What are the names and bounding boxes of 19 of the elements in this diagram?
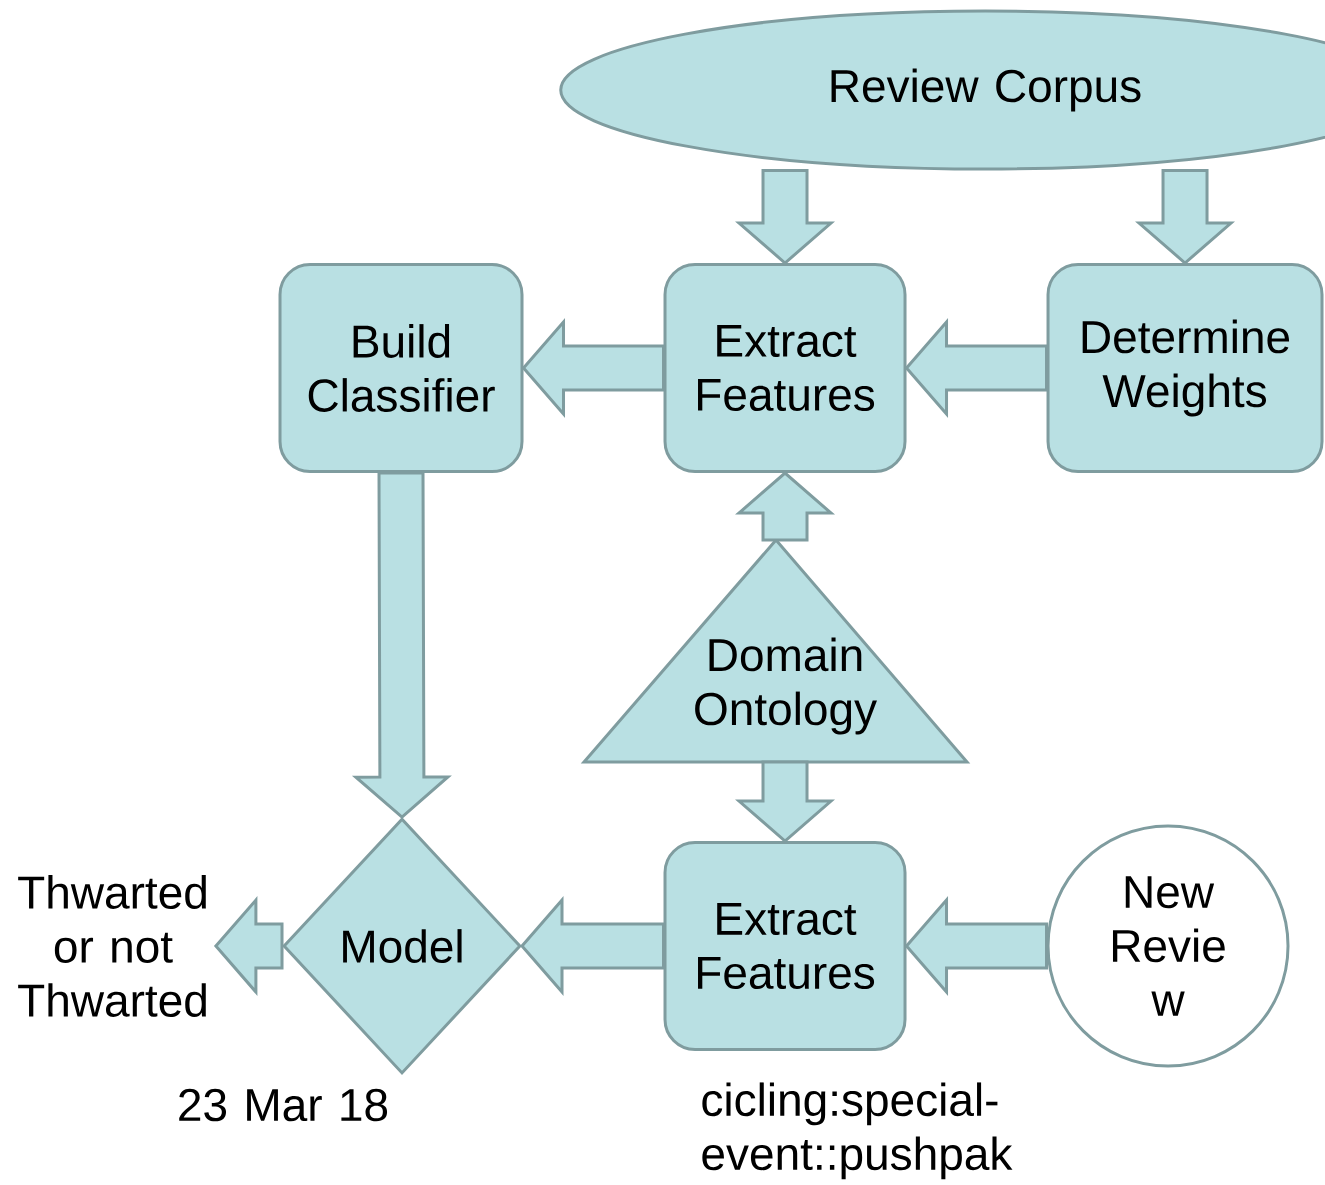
block-arrow — [904, 318, 1048, 419]
output-text: Thwarted or not Thwarted — [18, 875, 206, 1017]
block-arrow — [735, 169, 836, 265]
block-arrow — [735, 760, 836, 843]
block-arrow — [351, 471, 452, 819]
note-text: 23 Mar 18 — [179, 1088, 388, 1122]
block-arrow — [520, 896, 665, 997]
process-box: Determine Weights — [1046, 263, 1324, 473]
block-arrow — [521, 318, 665, 419]
note-text: cicling:special-event::pushpak — [702, 1082, 1013, 1180]
block-arrow — [904, 896, 1048, 997]
circle-node: New Revie w — [1046, 824, 1290, 1068]
process-box: Build Classifier — [278, 263, 524, 473]
process-box: Extract Features — [663, 263, 907, 473]
process-box: Extract Features — [663, 841, 907, 1052]
block-arrow — [735, 471, 836, 542]
block-arrow — [213, 896, 284, 997]
ellipse-node: Review Corpus — [559, 9, 1325, 171]
block-arrow — [1135, 169, 1236, 265]
